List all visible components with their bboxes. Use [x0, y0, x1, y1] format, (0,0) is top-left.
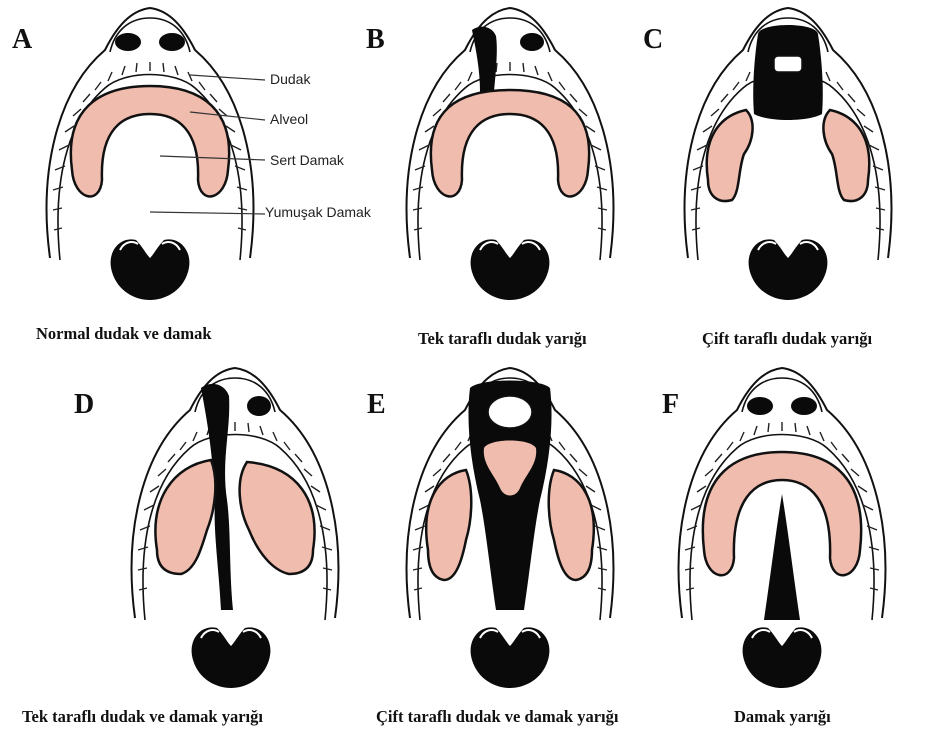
- panel-letter-c: C: [643, 24, 663, 55]
- caption-e: Çift taraflı dudak ve damak yarığı: [376, 707, 619, 726]
- label-alveolus: Alveol: [270, 111, 308, 127]
- panel-letter-f: F: [662, 389, 679, 420]
- panel-d-drawing: [132, 368, 339, 688]
- label-hard-palate: Sert Damak: [270, 152, 345, 168]
- panel-letter-b: B: [366, 24, 385, 55]
- nostril-right: [520, 33, 544, 51]
- panel-f-drawing: [679, 368, 886, 688]
- panel-d: D Tek taraflı dudak ve damak yarığı: [22, 368, 338, 726]
- panel-b-drawing: [407, 8, 614, 300]
- panel-c: C Çift taraflı dudak yarığı: [643, 8, 891, 348]
- nostril-left: [747, 397, 773, 415]
- panel-letter-e: E: [367, 389, 386, 420]
- panel-b: B Tek taraflı dudak yarığı: [366, 8, 613, 348]
- panel-e: E Çift taraflı dudak ve damak yarığı: [367, 368, 619, 726]
- premaxilla: [774, 56, 802, 72]
- nostril-right: [247, 396, 271, 416]
- caption-c: Çift taraflı dudak yarığı: [702, 329, 872, 348]
- label-soft-palate: Yumuşak Damak: [265, 204, 372, 220]
- nostril-right: [791, 397, 817, 415]
- nostril-left: [115, 33, 141, 51]
- panel-a: A Dudak Alveol Sert Damak Yumuşak Damak …: [12, 8, 372, 343]
- caption-a: Normal dudak ve damak: [36, 324, 212, 343]
- panel-e-drawing: [407, 368, 614, 688]
- prolabium: [488, 396, 532, 428]
- panel-c-drawing: [685, 8, 892, 300]
- caption-d: Tek taraflı dudak ve damak yarığı: [22, 707, 263, 726]
- panel-f: F Damak yarığı: [662, 368, 885, 726]
- panel-a-drawing: [47, 8, 254, 300]
- panel-letter-d: D: [74, 389, 94, 420]
- nostril-right: [159, 33, 185, 51]
- label-lip: Dudak: [270, 71, 311, 87]
- caption-b: Tek taraflı dudak yarığı: [418, 329, 587, 348]
- panel-letter-a: A: [12, 24, 33, 55]
- caption-f: Damak yarığı: [734, 707, 831, 726]
